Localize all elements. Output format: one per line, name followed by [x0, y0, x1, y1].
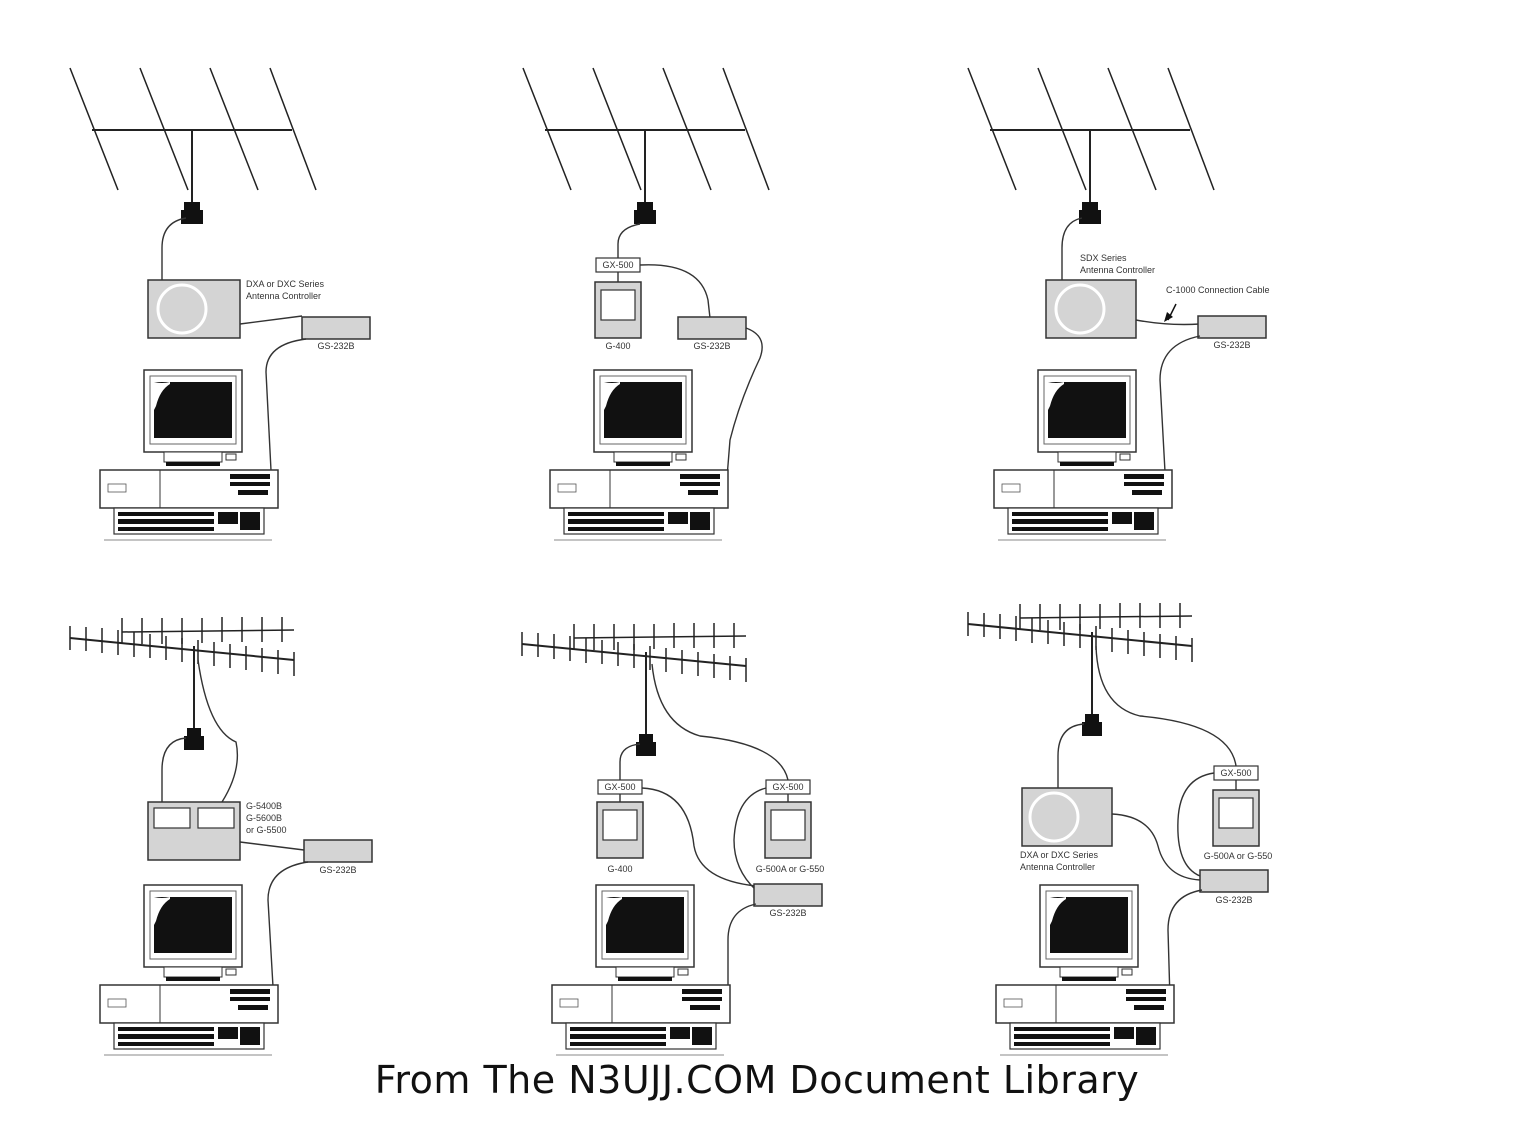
setup-4: G-5400B G-5600B or G-5500 GS-232B [69, 616, 373, 1056]
hf-yagi-antenna [69, 67, 317, 225]
gs-232b-interface [301, 316, 371, 340]
g-500a-label: G-500A or G-550 [1204, 851, 1273, 861]
g-400-rotator-controller [594, 281, 642, 339]
gs-232b-interface [1197, 315, 1267, 339]
controller-label-line-2: Antenna Controller [1020, 862, 1095, 872]
cable-label: C-1000 Connection Cable [1166, 285, 1270, 295]
interface-label: GS-232B [319, 865, 356, 875]
setup-5: GX-500 GX-500 G-400 G-500A or G-550 GS-2… [521, 622, 825, 1056]
controller-label-line-1: SDX Series [1080, 253, 1127, 263]
setup-6: GX-500 DXA or DXC Series Antenna Control… [967, 602, 1273, 1056]
vhf-yagi-antenna [967, 602, 1193, 737]
controller-label-line-1: DXA or DXC Series [246, 279, 325, 289]
gs-232b-interface [303, 839, 373, 863]
dxa-controller [1021, 787, 1113, 847]
dual-rotator-controller [147, 801, 241, 861]
g-500a-rotator-controller [1212, 789, 1260, 847]
hf-yagi-antenna [967, 67, 1215, 225]
interface-label: GS-232B [769, 908, 806, 918]
desktop-computer [551, 884, 731, 1056]
g-400-rotator-controller [596, 801, 644, 859]
setup-2: GX-500 G-400 GS-232B [522, 67, 770, 541]
gs-232b-interface [677, 316, 747, 340]
hf-yagi-antenna [522, 67, 770, 225]
gs-232b-interface [1199, 869, 1269, 893]
g-500a-rotator-controller [764, 801, 812, 859]
controller-label-line-2: Antenna Controller [246, 291, 321, 301]
desktop-computer [99, 884, 279, 1056]
controller-label-line-1: DXA or DXC Series [1020, 850, 1099, 860]
controller-label-line-2: G-5600B [246, 813, 282, 823]
g-500a-label: G-500A or G-550 [756, 864, 825, 874]
desktop-computer [995, 884, 1175, 1056]
interface-label: GS-232B [693, 341, 730, 351]
desktop-computer [549, 369, 729, 541]
interface-label: GS-232B [1215, 895, 1252, 905]
setup-1: DXA or DXC Series Antenna Controller GS-… [69, 67, 371, 541]
controller-label-line-3: or G-5500 [246, 825, 287, 835]
controller-label-line-1: G-5400B [246, 801, 282, 811]
gs-232b-interface [753, 883, 823, 907]
g-400-label: G-400 [607, 864, 632, 874]
interface-label: GS-232B [1213, 340, 1250, 350]
setup-3: SDX Series Antenna Controller C-1000 Con… [967, 67, 1270, 541]
dxa-controller [147, 279, 241, 339]
vhf-yagi-antenna [521, 622, 747, 757]
gx-500-left-label: GX-500 [604, 782, 635, 792]
sdx-controller [1045, 279, 1137, 339]
footer-text: From The N3UJJ.COM Document Library [375, 1058, 1140, 1102]
desktop-computer [99, 369, 279, 541]
gx-500-label: GX-500 [602, 260, 633, 270]
desktop-computer [993, 369, 1173, 541]
interface-label: GS-232B [317, 341, 354, 351]
vhf-yagi-antenna [69, 616, 295, 751]
controller-label-line-2: Antenna Controller [1080, 265, 1155, 275]
g-400-label: G-400 [605, 341, 630, 351]
gx-500-label: GX-500 [1220, 768, 1251, 778]
gx-500-right-label: GX-500 [772, 782, 803, 792]
